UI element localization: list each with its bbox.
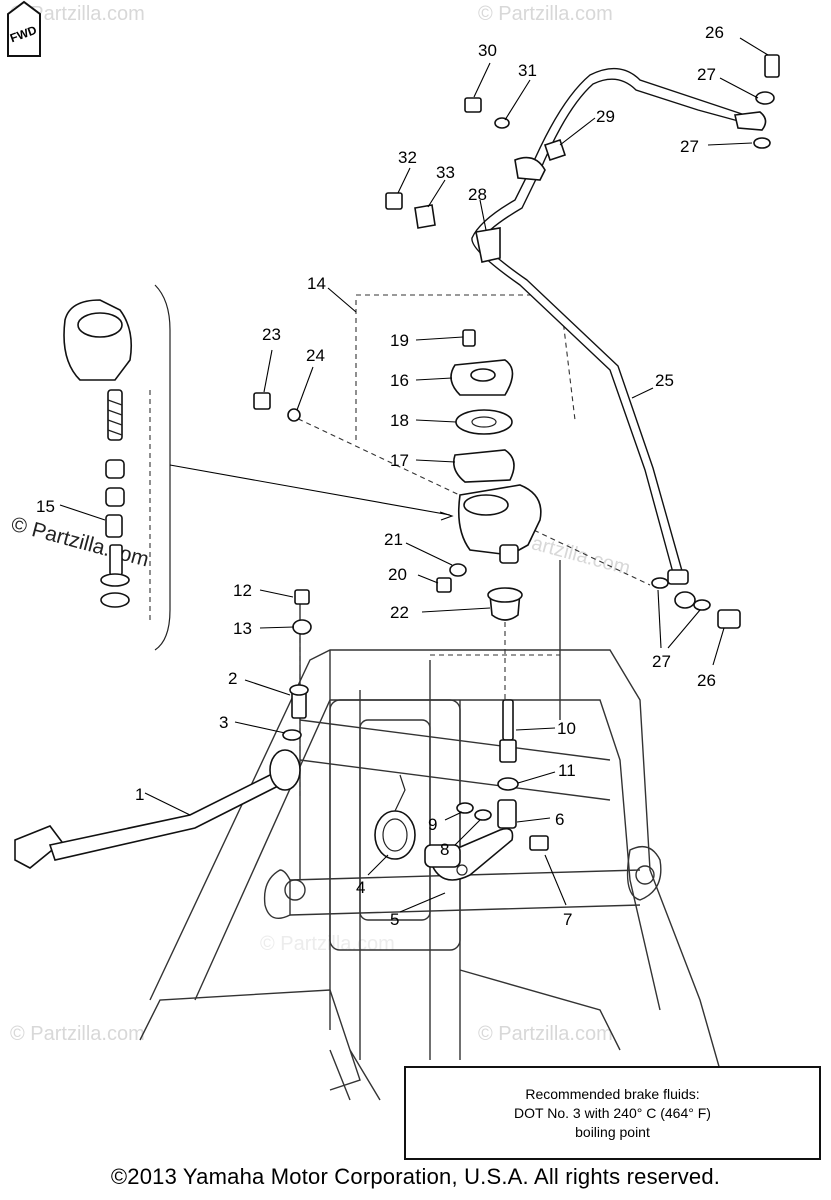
callout-number: 3 [219,713,228,732]
callout-number: 21 [384,530,403,549]
callout-number: 18 [390,411,409,430]
diagram-drawing: © Partzilla.com © Partzilla.com © Partzi… [9,3,780,1101]
leader-line [169,464,451,516]
note-line: DOT No. 3 with 240° C (464° F) [514,1104,711,1121]
callout-number: 19 [390,331,409,350]
callout-number: 15 [36,497,55,516]
callout-number: 25 [655,371,674,390]
watermark: © Partzilla.com [260,933,395,955]
callout-number: 30 [478,41,497,60]
brake-hose [385,54,780,629]
master-cylinder [450,359,542,621]
callout-number: 16 [390,371,409,390]
callout-number: 7 [563,910,572,929]
watermark: © Partzilla.com [478,1023,613,1045]
callout-number: 6 [555,810,564,829]
callout-number: 27 [697,65,716,84]
brake-fluid-note: Recommended brake fluids: DOT No. 3 with… [404,1066,821,1160]
callout-number: 13 [233,619,252,638]
callout-number: 5 [390,910,399,929]
watermark: © Partzilla.com [9,513,152,572]
return-spring [374,774,416,860]
frame-drawing [139,560,721,1101]
fasteners [253,329,549,851]
brake-pedal [14,749,301,869]
callout-number: 8 [440,840,449,859]
copyright-footer: ©2013 Yamaha Motor Corporation, U.S.A. A… [110,1164,721,1189]
callout-number: 28 [468,185,487,204]
watermark: © Partzilla.com [10,3,145,25]
callout-number: 29 [596,107,615,126]
callout-number: 27 [652,652,671,671]
master-cylinder-internals [63,299,133,608]
fwd-arrow-icon: FWD [7,0,41,57]
leader-lines [59,37,769,913]
callout-number: 24 [306,346,325,365]
assembly-line [356,294,576,421]
callout-labels: 1 2 3 4 5 6 7 8 9 10 11 12 13 14 15 16 1… [36,23,724,929]
callout-number: 4 [356,878,365,897]
callout-number: 31 [518,61,537,80]
callout-number: 20 [388,565,407,584]
callout-number: 1 [135,785,144,804]
brake-arm [424,827,514,881]
callout-number: 17 [390,451,409,470]
watermark: © Partzilla.com [10,1023,145,1045]
callout-number: 32 [398,148,417,167]
callout-number: 26 [705,23,724,42]
callout-number: 14 [307,274,326,293]
exploded-view-bracket [154,284,171,651]
note-line: boiling point [575,1123,650,1140]
callout-number: 27 [680,137,699,156]
callout-number: 22 [390,603,409,622]
note-line: Recommended brake fluids: [525,1085,700,1102]
callout-number: 9 [428,815,437,834]
callout-number: 2 [228,669,237,688]
callout-number: 12 [233,581,252,600]
arrow-head [439,511,454,521]
callout-number: 33 [436,163,455,182]
callout-number: 26 [697,671,716,690]
callout-number: 11 [558,761,576,780]
callout-number: 23 [262,325,281,344]
callout-number: 10 [557,719,576,738]
watermark: © Partzilla.com [478,3,613,25]
